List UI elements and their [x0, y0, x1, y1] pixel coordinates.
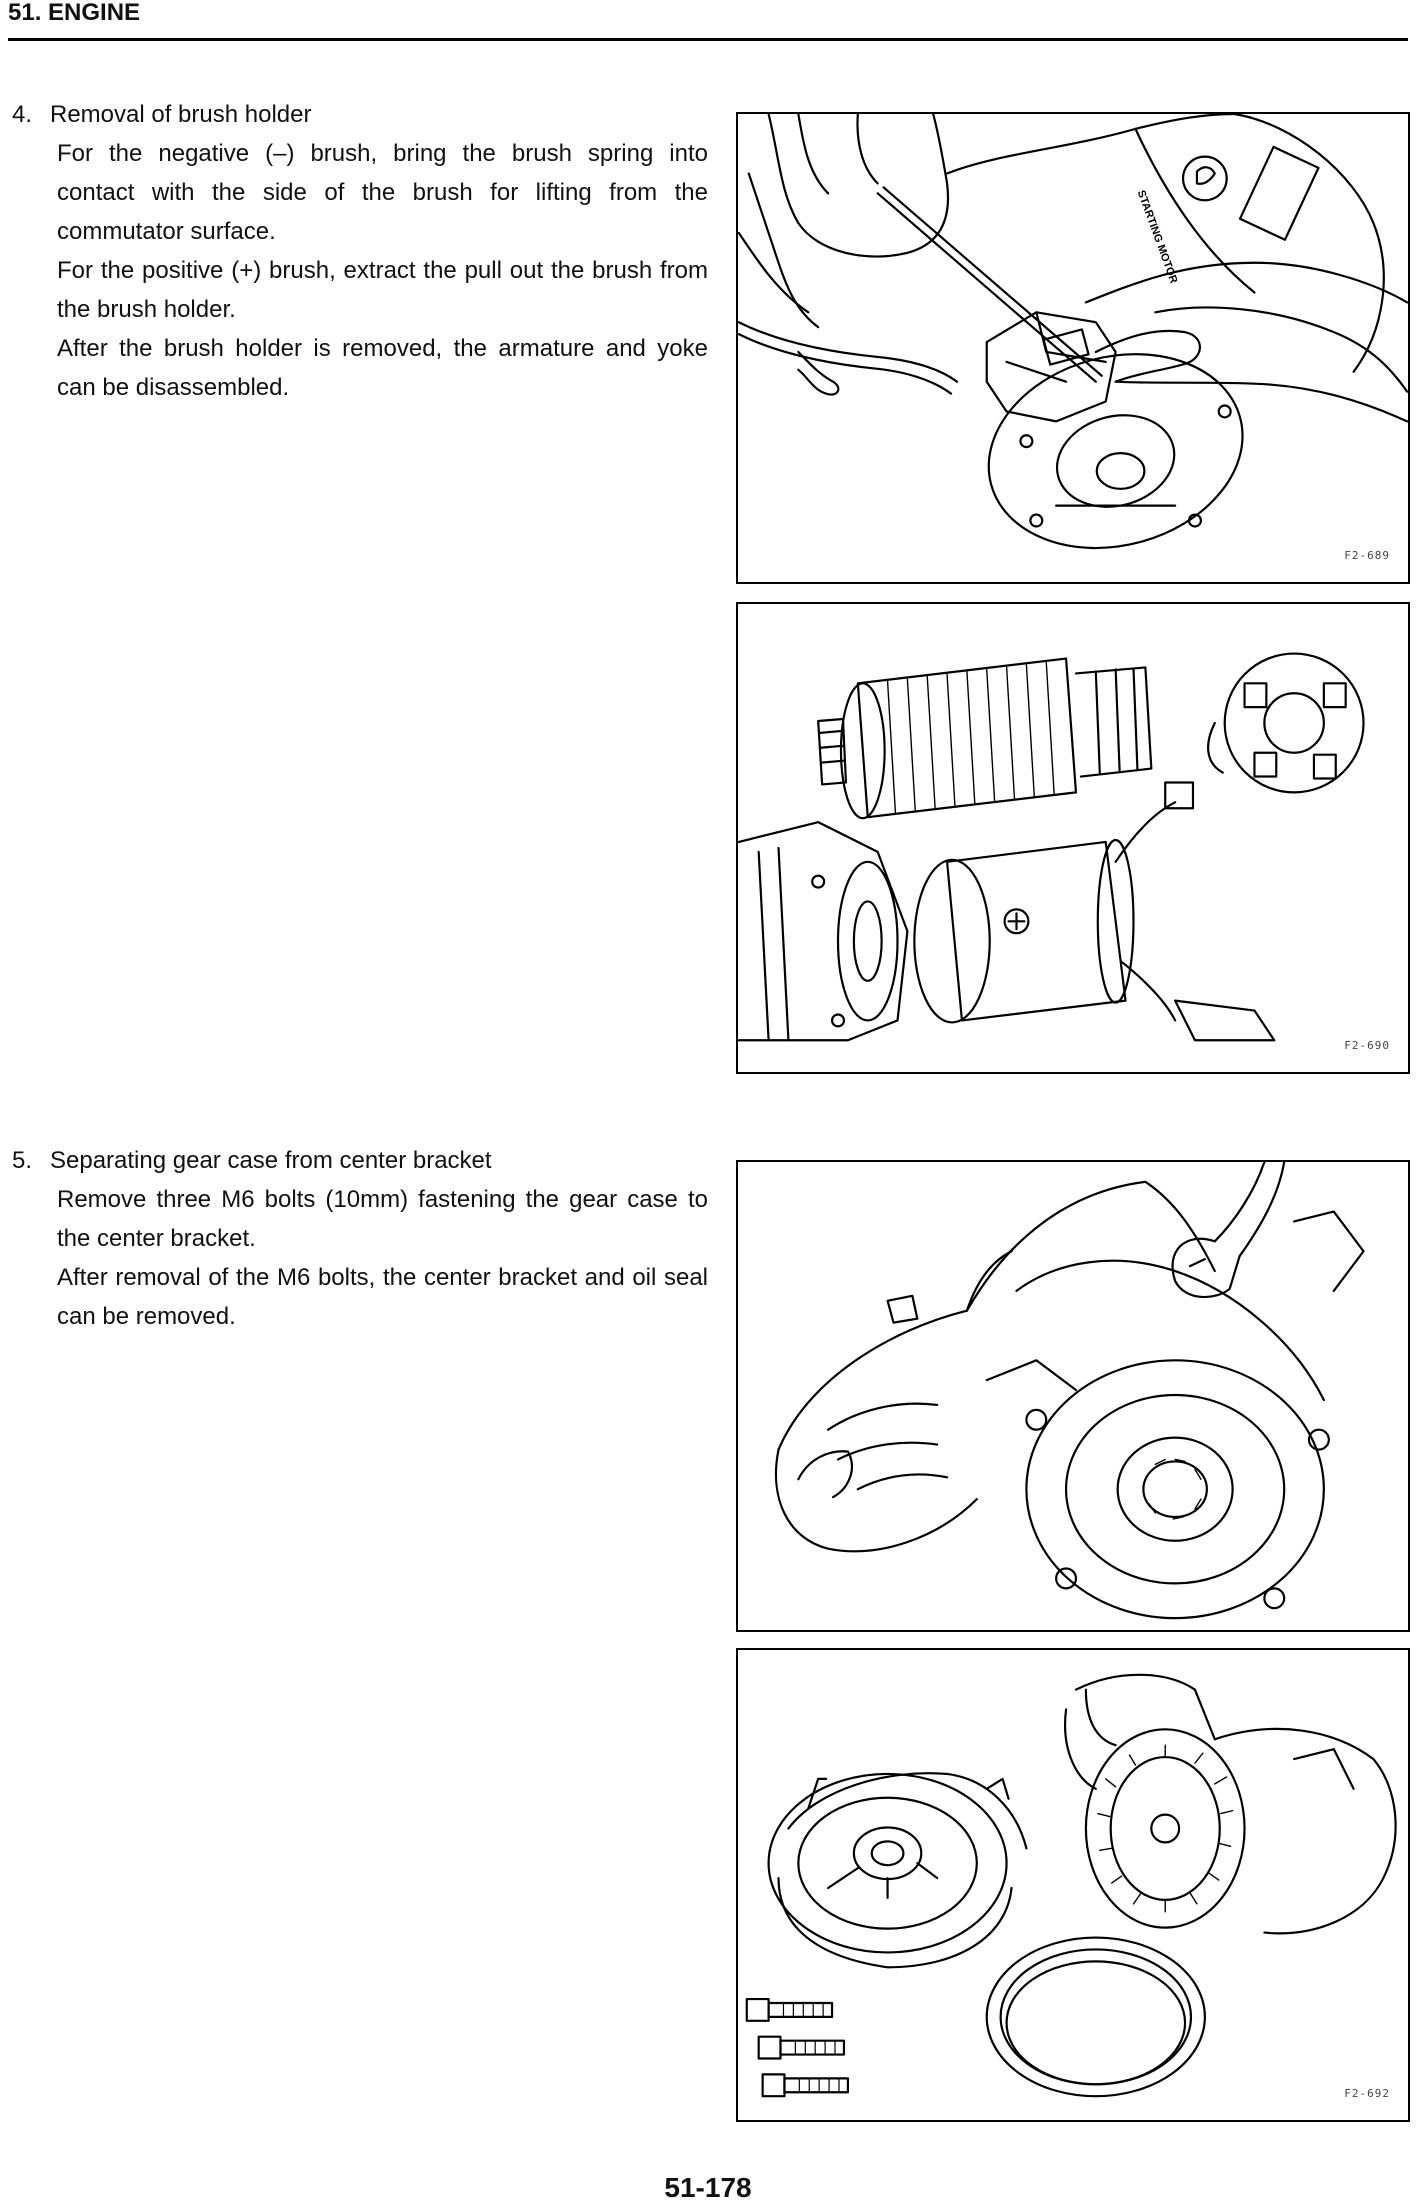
section-heading: 5. Separating gear case from center brack…	[12, 1141, 708, 1180]
paragraph: After the brush holder is removed, the a…	[57, 335, 708, 401]
page-number: 51-178	[664, 2172, 752, 2203]
section-removal-of-brush-holder: 4. Removal of brush holder For the negati…	[12, 95, 708, 407]
page-header: 51. ENGINE	[8, 0, 1408, 41]
figure-center-bracket-parts: F2-692	[736, 1648, 1410, 2122]
header-rule	[8, 38, 1408, 41]
paragraph: For the negative (–) brush, bring the br…	[57, 140, 708, 245]
section-number: 4.	[12, 101, 33, 128]
gear-case-wrench-illustration	[774, 1162, 1365, 1620]
section-number: 5.	[12, 1147, 33, 1174]
paragraph: Remove three M6 bolts (10mm) fastening t…	[57, 1186, 708, 1252]
section-heading: 4. Removal of brush holder	[12, 95, 708, 134]
center-bracket-parts-illustration	[745, 1673, 1397, 2098]
figure-armature-yoke: F2-690	[736, 602, 1410, 1074]
figure-code: F2-689	[1344, 549, 1390, 562]
section-title: Removal of brush holder	[50, 101, 312, 128]
figure-code: F2-692	[1344, 2087, 1390, 2100]
header-title: 51. ENGINE	[8, 0, 141, 26]
figure-code: F2-690	[1344, 1039, 1390, 1052]
brush-removal-illustration: STARTING MOTOR	[738, 114, 1408, 550]
armature-yoke-illustration	[738, 652, 1365, 1042]
paragraph: For the positive (+) brush, extract the …	[57, 257, 708, 323]
section-separating-gear-case: 5. Separating gear case from center brack…	[12, 1141, 708, 1336]
figure-brush-removal: STARTING MOTOR F2-689	[736, 112, 1410, 584]
section-title: Separating gear case from center bracket	[50, 1147, 492, 1174]
figure-gear-case-wrench	[736, 1160, 1410, 1632]
paragraph: After removal of the M6 bolts, the cente…	[57, 1264, 708, 1330]
motor-label: STARTING MOTOR	[1135, 189, 1180, 286]
